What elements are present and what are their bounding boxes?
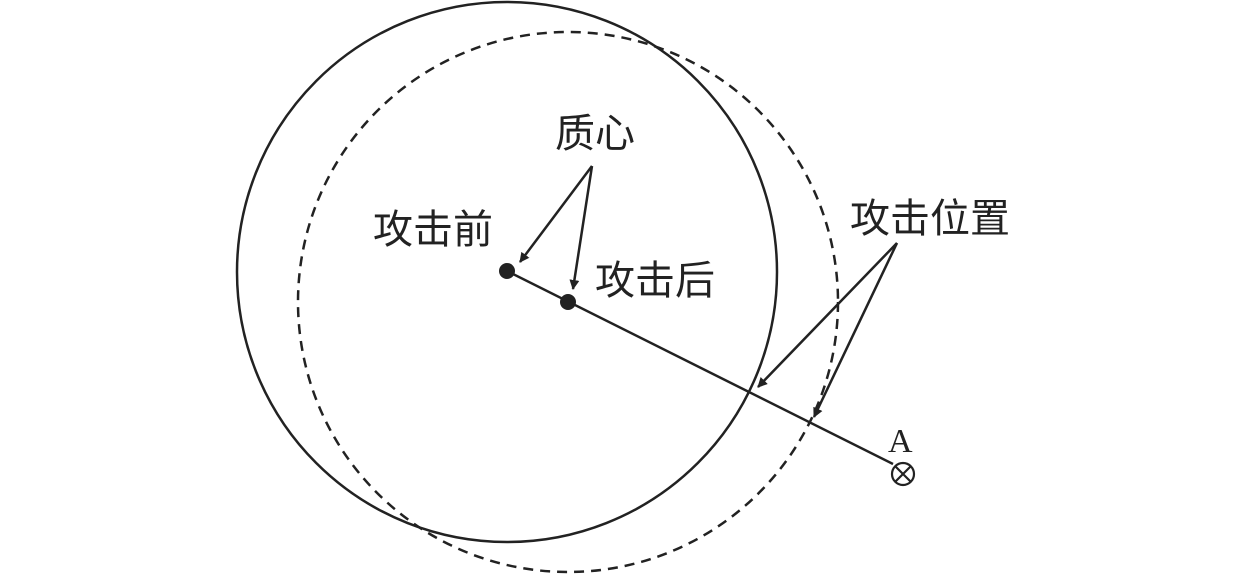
attack-position-label: 攻击位置 [850, 196, 1010, 242]
circle-before-attack [235, 0, 779, 544]
centroid-after-dot [560, 294, 576, 310]
circled-x-icon [890, 461, 916, 487]
centroid-before-dot [499, 263, 515, 279]
circle-after-attack [296, 30, 840, 574]
point-a-label: A [888, 423, 913, 460]
centroid-arrow-to-before [519, 165, 593, 263]
centroid-arrow-to-after [569, 165, 594, 290]
attack-position-arrow-solid [757, 242, 898, 388]
attack-position-arrow-dashed [812, 242, 899, 418]
before-attack-label: 攻击前 [373, 207, 493, 253]
after-attack-label: 攻击后 [595, 258, 715, 304]
centroid-label: 质心 [555, 111, 635, 157]
